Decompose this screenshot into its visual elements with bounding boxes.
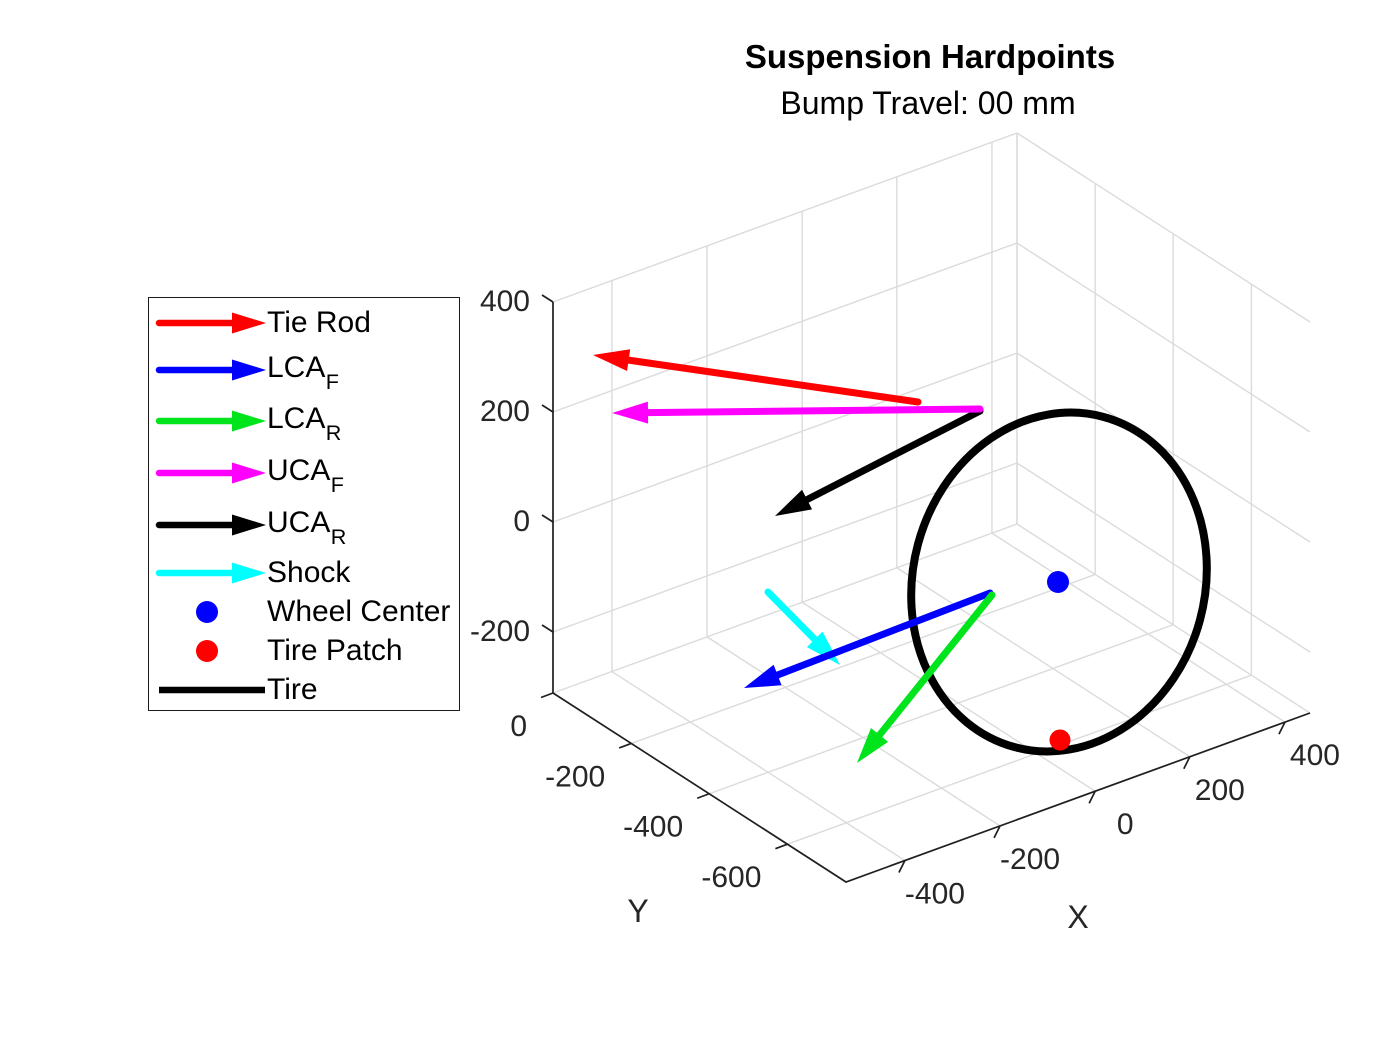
x-tick-label: -400 [905,878,965,911]
legend-item-label: Tire Patch [267,634,403,667]
legend-arrow-marker [149,558,267,588]
chart-title: Suspension Hardpoints [744,38,1116,75]
legend-item-label: LCAF [267,350,339,395]
chart-subtitle: Bump Travel: 00 mm [780,85,1076,121]
legend-item-label: Wheel Center [267,595,451,628]
tire-ellipse [907,408,1211,756]
z-tick-label: 0 [513,505,530,538]
uca-r-vector [775,407,984,516]
legend-dot-marker [149,597,267,627]
legend-item-label: Tie Rod [267,306,371,339]
y-tick-label: -200 [545,760,605,793]
legend-item-tire-patch: Tire Patch [149,629,459,673]
legend-item-label: Tire [267,673,318,706]
lca-f-vector [744,589,994,688]
legend-arrow-marker [149,308,267,338]
legend-item-label: UCAR [267,505,347,550]
legend-line-marker [149,675,267,705]
legend-item-shock: Shock [149,551,459,595]
x-tick-label: -200 [1000,843,1060,876]
tie-rod-vector [593,349,922,406]
uca-f-vector [612,401,984,424]
legend-item-label: LCAR [267,401,342,446]
legend-item-uca-f: UCAF [149,451,459,495]
legend-item-label: Shock [267,556,351,589]
legend-arrow-marker [149,355,267,385]
x-tick-label: 200 [1195,774,1245,807]
legend-item-tire: Tire [149,668,459,712]
y-axis-label: Y [627,893,648,929]
legend-item-tie-rod: Tie Rod [149,301,459,345]
tick-labels: 400 200 0 -200 0 -200 -400 -600 -400 -200 0 200 400Y… [470,285,1340,935]
lca-r-vector [857,591,996,763]
z-tick-label: 400 [480,285,530,318]
x-tick-label: 400 [1290,739,1340,772]
z-tick-label: 200 [480,395,530,428]
legend-item-lca-r: LCAR [149,399,459,443]
z-tick-label: -200 [470,615,530,648]
legend-item-uca-r: UCAR [149,503,459,547]
x-tick-label: 0 [1117,808,1134,841]
legend-arrow-marker [149,406,267,436]
legend-arrow-marker [149,510,267,540]
x-axis-label: X [1067,899,1088,935]
y-tick-label: -600 [701,861,761,894]
y-tick-label: -400 [623,811,683,844]
wheel-center-point [1047,571,1069,593]
legend-item-wheel-center: Wheel Center [149,590,459,634]
legend-dot-marker [149,636,267,666]
tire-patch-point [1049,729,1071,751]
legend-item-label: UCAF [267,453,344,498]
y-tick-label: 0 [510,710,527,743]
plot-grid [552,132,1311,862]
legend-arrow-marker [149,458,267,488]
legend-item-lca-f: LCAF [149,348,459,392]
axis-lines [540,294,1311,883]
